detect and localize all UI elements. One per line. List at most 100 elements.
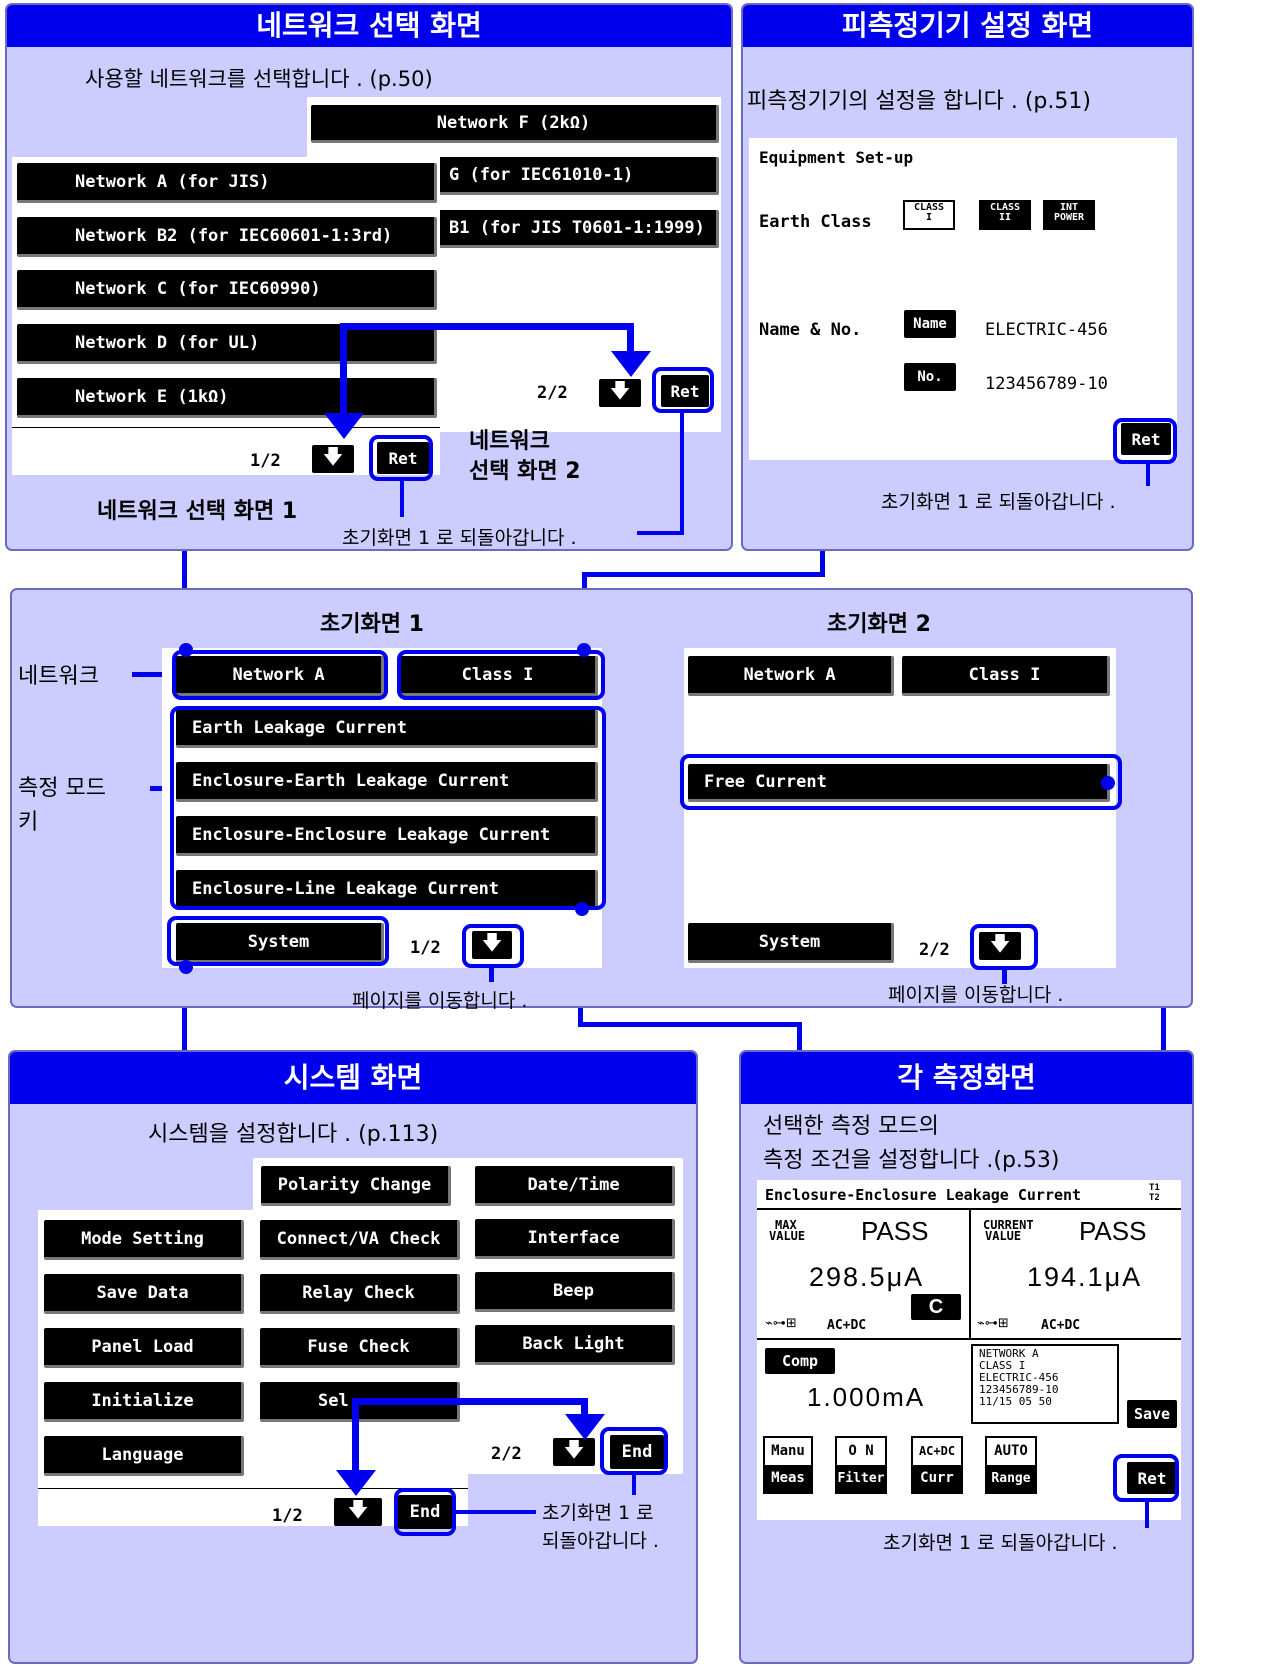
save-data-key[interactable]: Save Data [44, 1274, 244, 1314]
end-button[interactable]: End [398, 1495, 452, 1529]
initial-screen-1-title: 초기화면 1 [320, 612, 424, 637]
highlight-end [600, 1427, 668, 1475]
button-bottom-label: Meas [765, 1465, 811, 1492]
mode-key-enclosure-line[interactable]: Enclosure-Line Leakage Current [176, 870, 598, 910]
end-button[interactable]: End [610, 1435, 664, 1469]
system-key[interactable]: System [688, 923, 894, 963]
flow-arrow [336, 1470, 376, 1496]
page-down-button[interactable]: 🡇 [979, 931, 1021, 960]
mode-key-enclosure-enclosure[interactable]: Enclosure-Enclosure Leakage Current [176, 816, 598, 856]
highlight-system [167, 916, 389, 966]
connector-line [578, 1022, 800, 1027]
class1-button[interactable]: CLASS I [903, 200, 955, 230]
manual-meas-button[interactable]: Manu Meas [763, 1436, 813, 1494]
network-f-key[interactable]: Network F (2kΩ) [311, 105, 719, 143]
circuit-icon: ⌁⊶⊞ [765, 1316, 797, 1331]
pointer-line [400, 479, 404, 517]
ret-button[interactable]: Ret [1127, 1462, 1177, 1494]
int-power-button[interactable]: INT POWER [1043, 200, 1095, 230]
panel-load-key[interactable]: Panel Load [44, 1328, 244, 1368]
page-indicator: 2/2 [491, 1444, 522, 1464]
max-judgement: PASS [861, 1216, 929, 1246]
beep-key[interactable]: Beep [475, 1272, 675, 1312]
network-key[interactable]: Network A [688, 656, 894, 696]
c-button[interactable]: C [911, 1294, 961, 1320]
page-down-button[interactable]: 🡇 [472, 930, 512, 959]
pointer-line [1002, 970, 1007, 984]
name-no-label: Name & No. [759, 320, 862, 340]
screen-heading: Enclosure-Enclosure Leakage Current [765, 1186, 1082, 1204]
measurement-panel: 각 측정화면 선택한 측정 모드의 측정 조건을 설정합니다 .(p.53) E… [739, 1050, 1194, 1664]
no-button[interactable]: No. [904, 363, 956, 391]
class-key[interactable]: Class I [902, 656, 1110, 696]
flow-arrow [324, 413, 364, 439]
button-bottom-label: Curr [913, 1465, 961, 1492]
page-down-button[interactable]: 🡇 [599, 378, 641, 407]
connector-line [582, 572, 825, 577]
network-g-key[interactable]: G (for IEC61010-1) [437, 157, 719, 195]
highlight-ret [1113, 418, 1177, 464]
highlight-page-down [462, 924, 524, 968]
network-screen-1: Network A (for JIS) Network B2 (for IEC6… [12, 157, 440, 475]
ret-button[interactable]: Ret [1121, 423, 1171, 455]
current-mode-button[interactable]: AC+DC Curr [911, 1436, 963, 1494]
network-key[interactable]: Network A [176, 656, 384, 696]
fuse-check-key[interactable]: Fuse Check [260, 1328, 460, 1368]
connector-dot [1101, 776, 1115, 790]
filter-button[interactable]: O N Filter [835, 1436, 887, 1494]
ret-button[interactable]: Ret [377, 442, 429, 474]
max-label: MAX [775, 1218, 797, 1232]
page-down-button[interactable]: 🡇 [334, 1497, 382, 1526]
info-line: CLASS I [979, 1359, 1026, 1372]
info-line: NETWORK A [979, 1347, 1039, 1360]
max-label: VALUE [769, 1229, 806, 1243]
polarity-change-key[interactable]: Polarity Change [261, 1166, 451, 1206]
screen-heading: Equipment Set-up [759, 148, 914, 167]
network-e-key[interactable]: Network E (1kΩ) [17, 378, 437, 418]
earth-class-label: Earth Class [759, 212, 872, 232]
interface-key[interactable]: Interface [475, 1219, 675, 1259]
button-bottom-label: Filter [837, 1465, 885, 1492]
system-panel: 시스템 화면 시스템을 설정합니다 . (p.113) Polarity Cha… [8, 1050, 698, 1664]
mode-key-free-current[interactable]: Free Current [688, 764, 1110, 802]
highlight-ret [652, 367, 714, 413]
system-key[interactable]: System [176, 923, 384, 963]
equipment-screen: Equipment Set-up Earth Class CLASS I CLA… [749, 138, 1177, 460]
mode-setting-key[interactable]: Mode Setting [44, 1220, 244, 1260]
network-b2-key[interactable]: Network B2 (for IEC60601-1:3rd) [17, 217, 437, 257]
mode-key-earth[interactable]: Earth Leakage Current [176, 710, 598, 748]
panel-description: 피측정기기의 설정을 합니다 . (p.51) [747, 89, 1091, 114]
relay-check-key[interactable]: Relay Check [260, 1274, 460, 1314]
back-note: 초기화면 1 로 되돌아갑니다 . [883, 1532, 1118, 1554]
range-button[interactable]: AUTO Range [985, 1436, 1037, 1494]
network-c-key[interactable]: Network C (for IEC60990) [17, 270, 437, 310]
panel-description: 사용할 네트워크를 선택합니다 . (p.50) [85, 67, 433, 91]
current-label: CURRENT [983, 1218, 1034, 1232]
mode-key-enclosure-earth[interactable]: Enclosure-Earth Leakage Current [176, 762, 598, 802]
network-b1-key[interactable]: B1 (for JIS T0601-1:1999) [437, 210, 719, 248]
initialize-key[interactable]: Initialize [44, 1382, 244, 1422]
class-key[interactable]: Class I [400, 656, 598, 696]
info-line: ELECTRIC-456 [979, 1371, 1059, 1384]
screen2-label: 선택 화면 2 [469, 459, 581, 484]
ret-button[interactable]: Ret [661, 375, 709, 407]
name-button[interactable]: Name [904, 310, 956, 338]
connect-va-check-key[interactable]: Connect/VA Check [260, 1220, 460, 1260]
page-indicator: 2/2 [919, 940, 950, 960]
page-down-button[interactable]: 🡇 [553, 1437, 595, 1466]
save-button[interactable]: Save [1127, 1400, 1177, 1428]
network-a-key[interactable]: Network A (for JIS) [17, 163, 437, 203]
class2-button[interactable]: CLASS II [979, 200, 1031, 230]
panel-description: 선택한 측정 모드의 [763, 1114, 939, 1139]
connector-line [182, 965, 187, 1053]
back-light-key[interactable]: Back Light [475, 1325, 675, 1365]
date-time-key[interactable]: Date/Time [475, 1166, 675, 1206]
pointer-line [1145, 1502, 1149, 1528]
comp-button[interactable]: Comp [765, 1348, 835, 1374]
network-d-key[interactable]: Network D (for UL) [17, 324, 437, 364]
pointer-line [632, 1475, 636, 1495]
page-down-button[interactable]: 🡇 [312, 444, 354, 473]
mode-key-label: 키 [18, 810, 39, 835]
max-value: 298.5μA [809, 1262, 925, 1292]
language-key[interactable]: Language [44, 1436, 244, 1476]
